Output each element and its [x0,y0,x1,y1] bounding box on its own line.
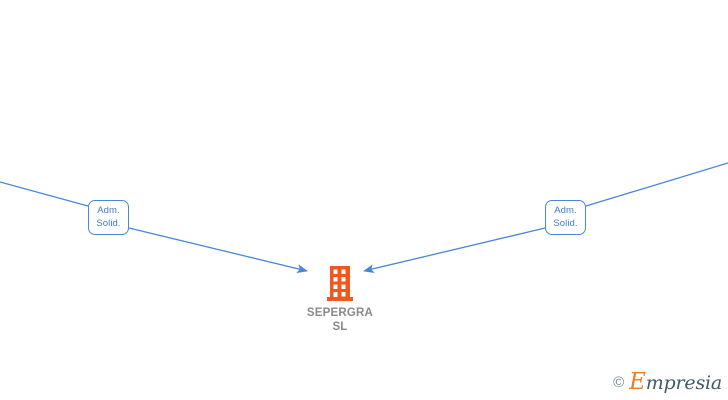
brand-wordmark: Empresia [629,371,722,394]
company-name-line2: SL [332,321,348,333]
relation-label-right-line1: Adm. [554,205,577,216]
edge-left-to-center [128,227,308,274]
edge-right-incoming-segment [585,162,728,207]
watermark-empresia: © Empresia [613,371,722,394]
company-name-line1: SEPERGRA [306,307,374,319]
relation-label-left-line1: Adm. [97,205,120,216]
relation-label-left[interactable]: Adm. Solid. [88,200,129,235]
brand-initial: E [629,369,646,395]
edge-right-to-center [363,227,546,274]
company-node-sepergra-sl[interactable]: SEPERGRA SL [280,266,400,334]
relation-label-left-line2: Solid. [96,218,121,229]
brand-rest: mpresia [645,372,722,394]
edge-left-incoming-segment [0,181,89,207]
relation-label-right-line2: Solid. [553,218,578,229]
building-icon [327,266,353,301]
company-node-label: SEPERGRA SL [280,306,400,334]
copyright-icon: © [613,374,625,391]
relation-label-right[interactable]: Adm. Solid. [545,200,586,235]
